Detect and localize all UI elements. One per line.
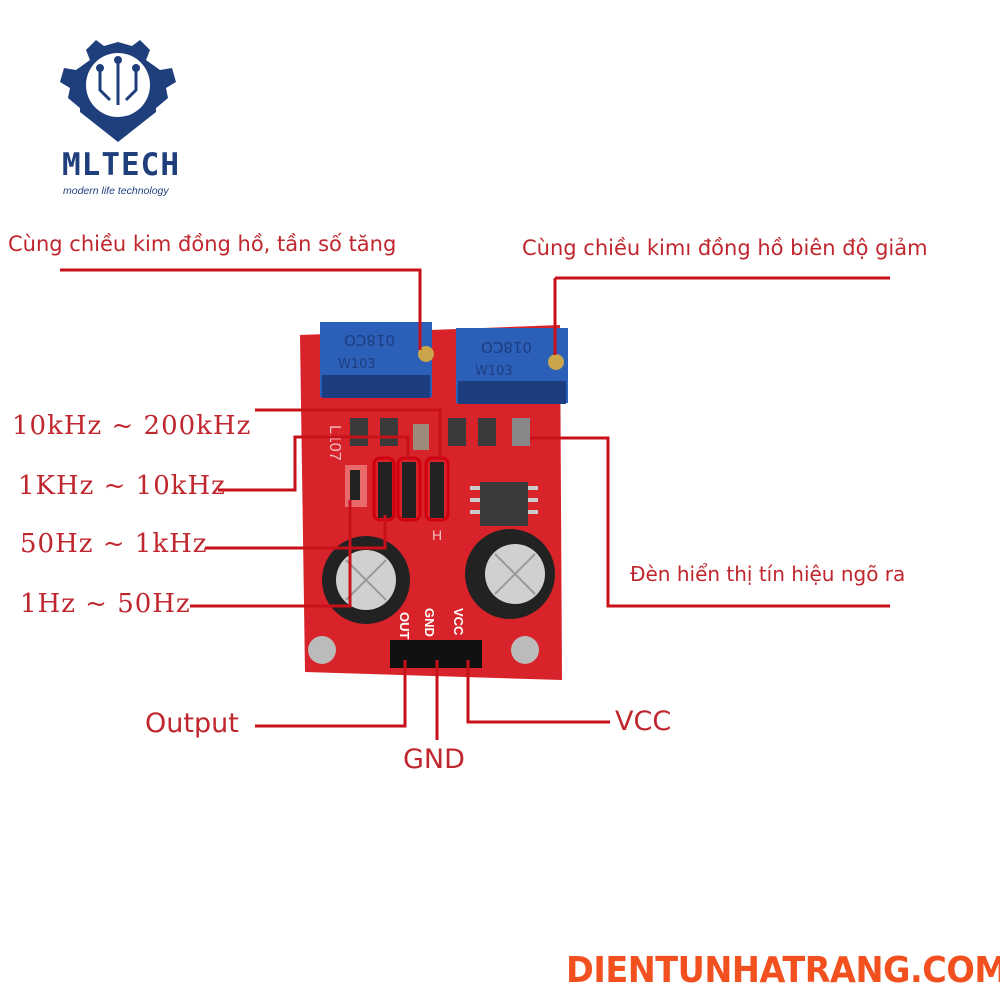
annotation-vcc: VCC	[615, 706, 672, 737]
pot2-screw[interactable]	[548, 354, 564, 370]
pcb-board: 018CO W103 018CO W103 L107 H OUT GND VCC	[300, 322, 568, 680]
annotation-frequency-pot: Cùng chiều kim đồng hồ, tần số tăng	[8, 232, 397, 256]
annotation-led: Đèn hiển thị tín hiệu ngõ ra	[630, 562, 906, 586]
pin-vcc-label: VCC	[451, 608, 466, 636]
annotation-amplitude-pot: Cùng chiều kimı đồng hồ biên độ giảm	[522, 236, 928, 260]
watermark: DIENTUNHATRANG.COM	[566, 950, 1000, 991]
pot2-value: W103	[475, 364, 513, 379]
logo-tagline: modern life technology	[63, 185, 169, 197]
annotation-output: Output	[145, 708, 239, 739]
jumper-h-label: H	[432, 527, 442, 543]
pot1-marking: 018CO	[344, 331, 395, 349]
pot1-screw[interactable]	[418, 346, 434, 362]
pot2-marking: 018CO	[481, 338, 532, 356]
pin-out-label: OUT	[397, 612, 412, 640]
pot1-value: W103	[338, 357, 376, 372]
annotation-range-50-1k: 50Hz ~ 1kHz	[20, 529, 208, 559]
model-label: L107	[326, 425, 343, 461]
annotation-range-1-50: 1Hz ~ 50Hz	[20, 589, 191, 619]
leader-lines	[60, 268, 890, 740]
pin-gnd-label: GND	[422, 608, 437, 637]
annotation-range-10k-200k: 10kHz ~ 200kHz	[12, 411, 252, 441]
annotation-range-1k-10k: 1KHz ~ 10kHz	[18, 471, 226, 501]
logo-brand: MLTECH	[62, 147, 180, 183]
annotation-gnd: GND	[403, 744, 465, 775]
